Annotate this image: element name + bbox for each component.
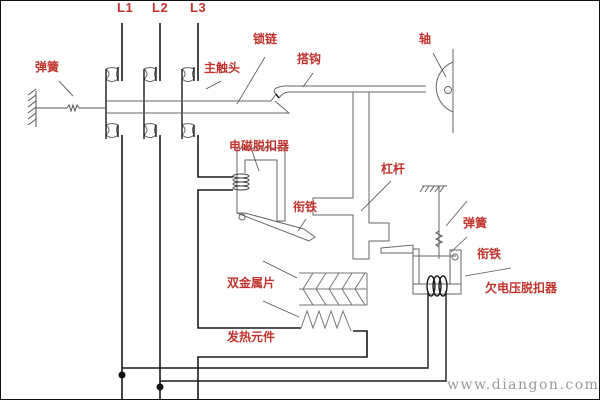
electromagnetic-coil xyxy=(232,173,250,191)
undervoltage-coil xyxy=(122,275,448,382)
phase-wires-top xyxy=(121,23,199,81)
phase-label-l2: L2 xyxy=(152,0,169,15)
left-spring-label: 弹簧 xyxy=(35,60,60,74)
undervoltage-release xyxy=(380,185,462,295)
l3-wire xyxy=(197,135,368,399)
phase-label-l1: L1 xyxy=(117,0,134,15)
electromagnetic-release xyxy=(236,147,316,242)
undervoltage-release-label: 欠电压脱扣器 xyxy=(485,281,558,295)
main-contacts xyxy=(105,67,195,138)
junction-l2 xyxy=(156,383,164,391)
leader-lines xyxy=(205,52,512,318)
bimetal-strip-label: 双金属片 xyxy=(227,276,276,290)
junction-l1 xyxy=(118,371,126,379)
shaft-label: 轴 xyxy=(419,32,432,46)
lock-chain-label: 锁链 xyxy=(253,32,278,46)
lock-chain xyxy=(106,93,291,114)
lever-label: 杠杆 xyxy=(381,162,406,176)
hook-label: 搭钩 xyxy=(297,52,322,66)
electromagnetic-release-label: 电磁脱扣器 xyxy=(229,139,290,153)
shaft xyxy=(435,49,454,133)
contact-l2 xyxy=(143,67,157,138)
phase-wires-bottom xyxy=(121,135,161,399)
watermark: www.diangon.com xyxy=(447,377,600,393)
left-spring xyxy=(27,80,106,127)
right-spring-label: 弹簧 xyxy=(463,216,488,230)
heating-element-label: 发热元件 xyxy=(227,330,276,344)
bimetal-strip xyxy=(299,272,368,306)
phase-label-l3: L3 xyxy=(190,0,207,15)
armature-upper-label: 衔铁 xyxy=(293,200,318,214)
undervoltage-spring xyxy=(434,230,444,248)
main-contact-label: 主触头 xyxy=(204,61,241,75)
heating-element xyxy=(300,309,352,332)
armature-right-label: 衔铁 xyxy=(477,247,502,261)
lever xyxy=(312,92,390,260)
contact-l1 xyxy=(105,67,119,138)
contact-l3 xyxy=(181,67,195,138)
hook xyxy=(273,85,426,99)
